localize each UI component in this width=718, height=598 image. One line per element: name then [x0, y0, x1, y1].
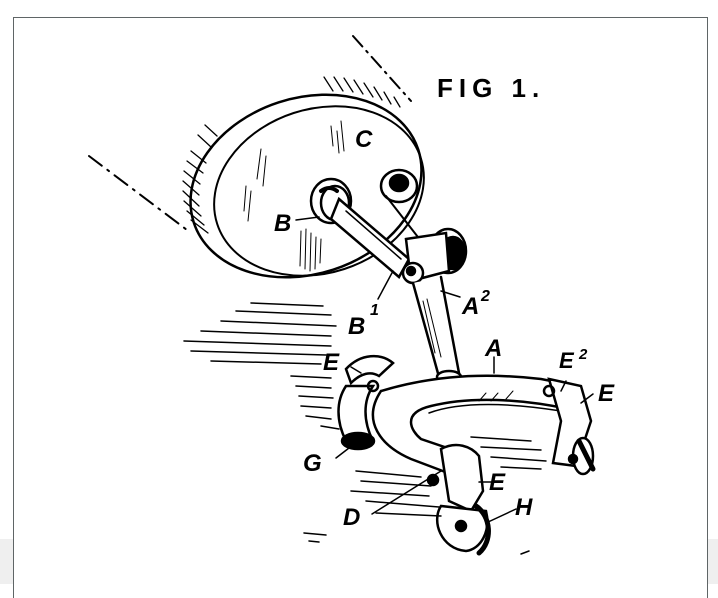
label-a2: A: [461, 293, 479, 320]
label-e2-superscript: 2: [578, 346, 588, 363]
label-b: B: [274, 210, 291, 237]
label-b1: B: [348, 313, 365, 340]
label-e-right: E: [598, 380, 615, 407]
label-d: D: [343, 504, 360, 531]
label-h: H: [515, 494, 533, 521]
stem: [411, 275, 463, 385]
label-c: C: [355, 126, 373, 153]
label-g: G: [303, 450, 322, 477]
base-frame-a: [371, 374, 578, 478]
label-e2: E: [559, 348, 575, 373]
figure-frame: FIG 1. C B B 1 A 2 A E E 2 E G E D H: [13, 17, 708, 598]
label-e-bottom: E: [489, 469, 506, 496]
label-a2-superscript: 2: [480, 288, 490, 305]
ground-shading: [183, 302, 547, 555]
label-a: A: [484, 335, 502, 362]
axis-line-upper: [352, 35, 412, 102]
label-e-left: E: [323, 349, 340, 376]
disc-c: [182, 76, 425, 279]
axis-line-left: [88, 155, 192, 234]
pivot-a2: [401, 227, 468, 285]
label-b1-superscript: 1: [370, 302, 379, 319]
arm-b1: [329, 168, 422, 279]
figure-title: FIG 1.: [437, 73, 545, 103]
caster-right: [542, 377, 596, 476]
caster-left: [337, 355, 395, 451]
patent-drawing: FIG 1. C B B 1 A 2 A E E 2 E G E D H: [88, 35, 615, 556]
leader-lines: [295, 216, 594, 524]
